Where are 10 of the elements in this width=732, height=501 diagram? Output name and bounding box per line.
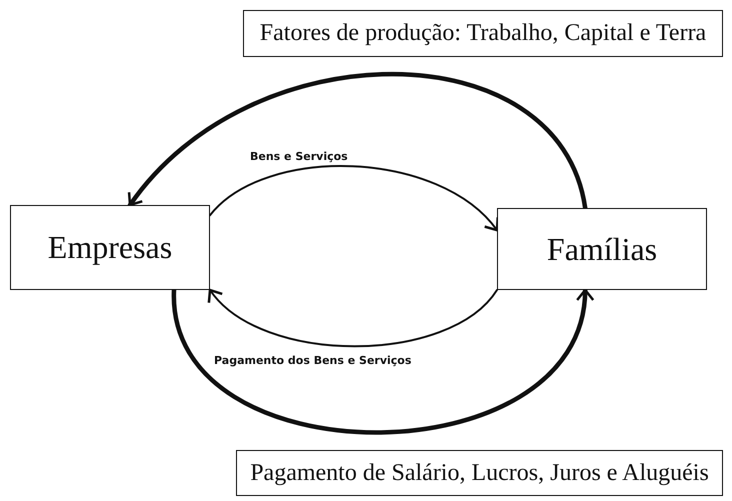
label-box: Empresas	[10, 205, 210, 290]
curved-arrow	[128, 72, 588, 210]
curved-arrow	[172, 288, 592, 435]
edge-label: Bens e Serviços	[248, 150, 350, 163]
curved-arrow	[208, 288, 498, 348]
curved-arrow	[209, 165, 498, 232]
edge-label: Pagamento dos Bens e Serviços	[212, 354, 414, 367]
label-box: Pagamento de Salário, Lucros, Juros e Aluguéis	[236, 450, 723, 496]
label-box: Fatores de produção: Trabalho, Capital e Terra	[243, 10, 723, 57]
label-box: Famílias	[497, 208, 707, 290]
